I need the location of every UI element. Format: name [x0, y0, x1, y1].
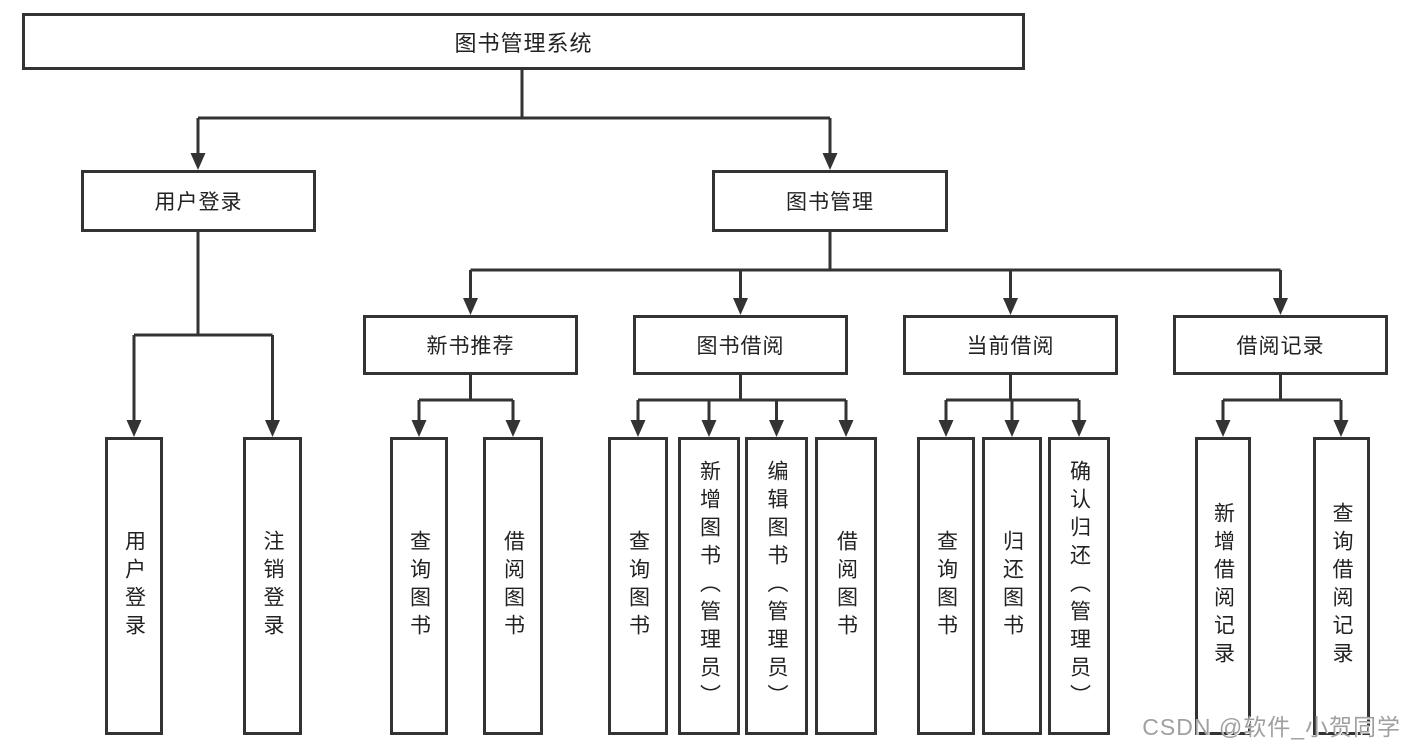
leaf-borrow-query-books: 查询图书: [608, 437, 668, 735]
leaf-borrow-edit-books-admin: 编辑图书（管理员）: [745, 437, 808, 735]
leaf-recommend-borrow-books: 借阅图书: [483, 437, 543, 735]
node-current-borrow: 当前借阅: [903, 315, 1118, 375]
leaf-current-return-books: 归还图书: [982, 437, 1042, 735]
connector-records-to-leaves: [1221, 375, 1343, 421]
leaf-borrow-borrow-books: 借阅图书: [815, 437, 877, 735]
arrowheads-level4: [411, 420, 1349, 437]
arrowheads-level2: [190, 153, 838, 170]
node-book-borrow: 图书借阅: [633, 315, 848, 375]
node-borrow-records: 借阅记录: [1173, 315, 1388, 375]
leaf-records-query-record: 查询借阅记录: [1313, 437, 1370, 735]
leaf-logout: 注销登录: [243, 437, 302, 735]
connector-mgmt-to-level3: [469, 232, 1282, 299]
connector-root-to-level2: [196, 70, 832, 154]
connector-borrow-to-leaves: [636, 375, 848, 421]
node-library-system: 图书管理系统: [22, 13, 1025, 70]
leaf-user-login: 用户登录: [105, 437, 163, 735]
leaf-current-confirm-return-admin: 确认归还（管理员）: [1048, 437, 1110, 735]
arrowheads-level3: [463, 298, 1288, 315]
node-new-book-recommend: 新书推荐: [363, 315, 578, 375]
leaf-borrow-add-books-admin: 新增图书（管理员）: [678, 437, 740, 735]
leaf-current-query-books: 查询图书: [917, 437, 975, 735]
leaf-records-add-record: 新增借阅记录: [1195, 437, 1251, 735]
leaf-recommend-query-books: 查询图书: [390, 437, 448, 735]
connector-current-to-leaves: [944, 375, 1081, 421]
connector-login-to-leaves: [132, 232, 274, 421]
arrowheads-login-leaves: [126, 420, 280, 437]
node-user-login: 用户登录: [81, 170, 316, 232]
node-book-management: 图书管理: [712, 170, 948, 232]
connector-recommend-to-leaves: [417, 375, 515, 421]
csdn-watermark: CSDN @软件_小贺同学: [1142, 714, 1401, 740]
